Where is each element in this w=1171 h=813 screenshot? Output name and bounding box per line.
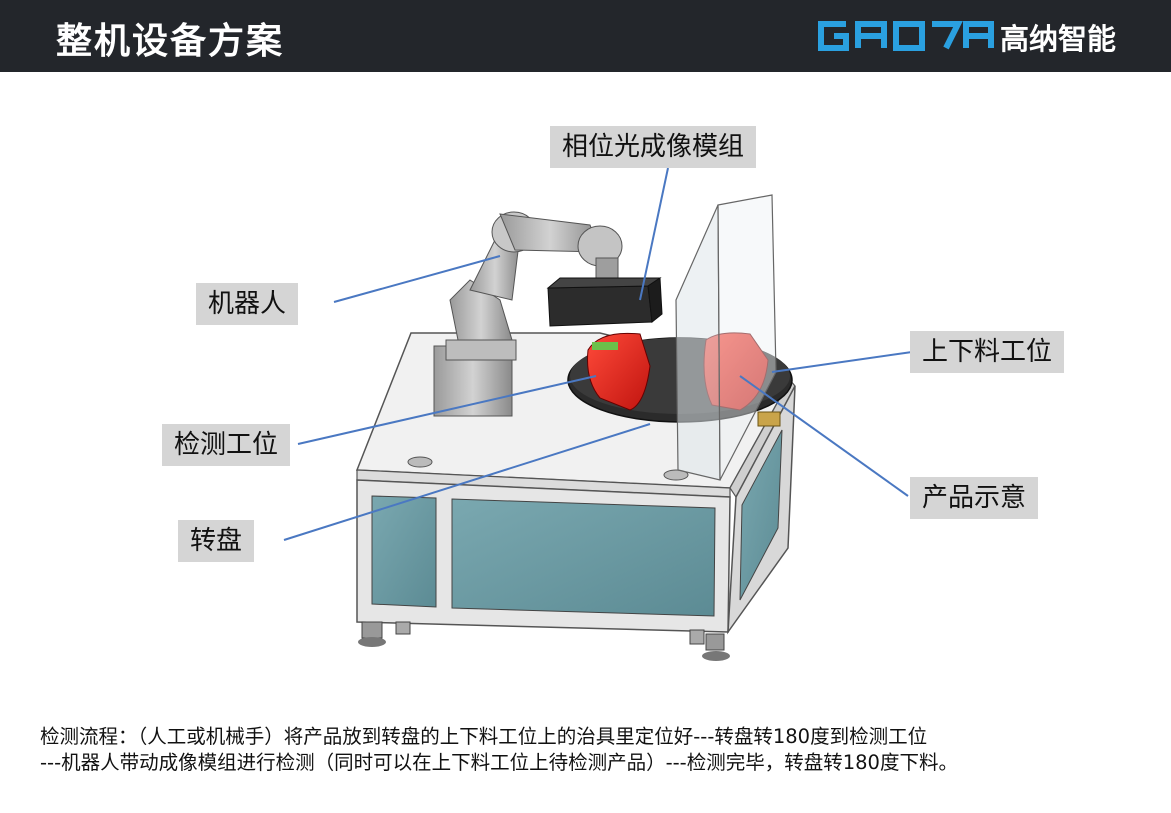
leader-turntable [283, 423, 651, 541]
machine-frame [355, 332, 796, 661]
leader-robot [333, 255, 501, 303]
leader-lines [283, 167, 913, 541]
camera-module [546, 277, 663, 327]
leader-product [739, 375, 909, 497]
equipment-diagram [283, 167, 913, 661]
page-title: 整机设备方案 [56, 21, 285, 62]
process-description: 检测流程：（人工或机械手）将产品放到转盘的上下料工位上的治具里定位好---转盘转… [40, 724, 1140, 776]
description-line-2: ---机器人带动成像模组进行检测（同时可以在上下料工位上待检测产品）---检测完… [40, 751, 958, 774]
leader-loading [771, 351, 913, 373]
header-bar: 整机设备方案 高纳智能 [0, 0, 1171, 72]
product-inspection [587, 332, 651, 411]
brand-name: 高纳智能 [1000, 22, 1117, 56]
fixture-clamp [757, 411, 781, 427]
callout-robot: 机器人 [196, 283, 299, 325]
leader-inspection [297, 375, 597, 445]
gaota-logo-icon [818, 21, 994, 51]
callout-inspection-station: 检测工位 [162, 424, 291, 466]
callout-turntable: 转盘 [178, 520, 255, 562]
callout-product-sample: 产品示意 [910, 477, 1039, 519]
description-line-1: 检测流程：（人工或机械手）将产品放到转盘的上下料工位上的治具里定位好---转盘转… [40, 725, 928, 748]
leader-camera [639, 167, 669, 301]
robot-arm [433, 211, 623, 417]
callout-loading-station: 上下料工位 [910, 331, 1065, 373]
callout-camera-module: 相位光成像模组 [550, 126, 757, 168]
